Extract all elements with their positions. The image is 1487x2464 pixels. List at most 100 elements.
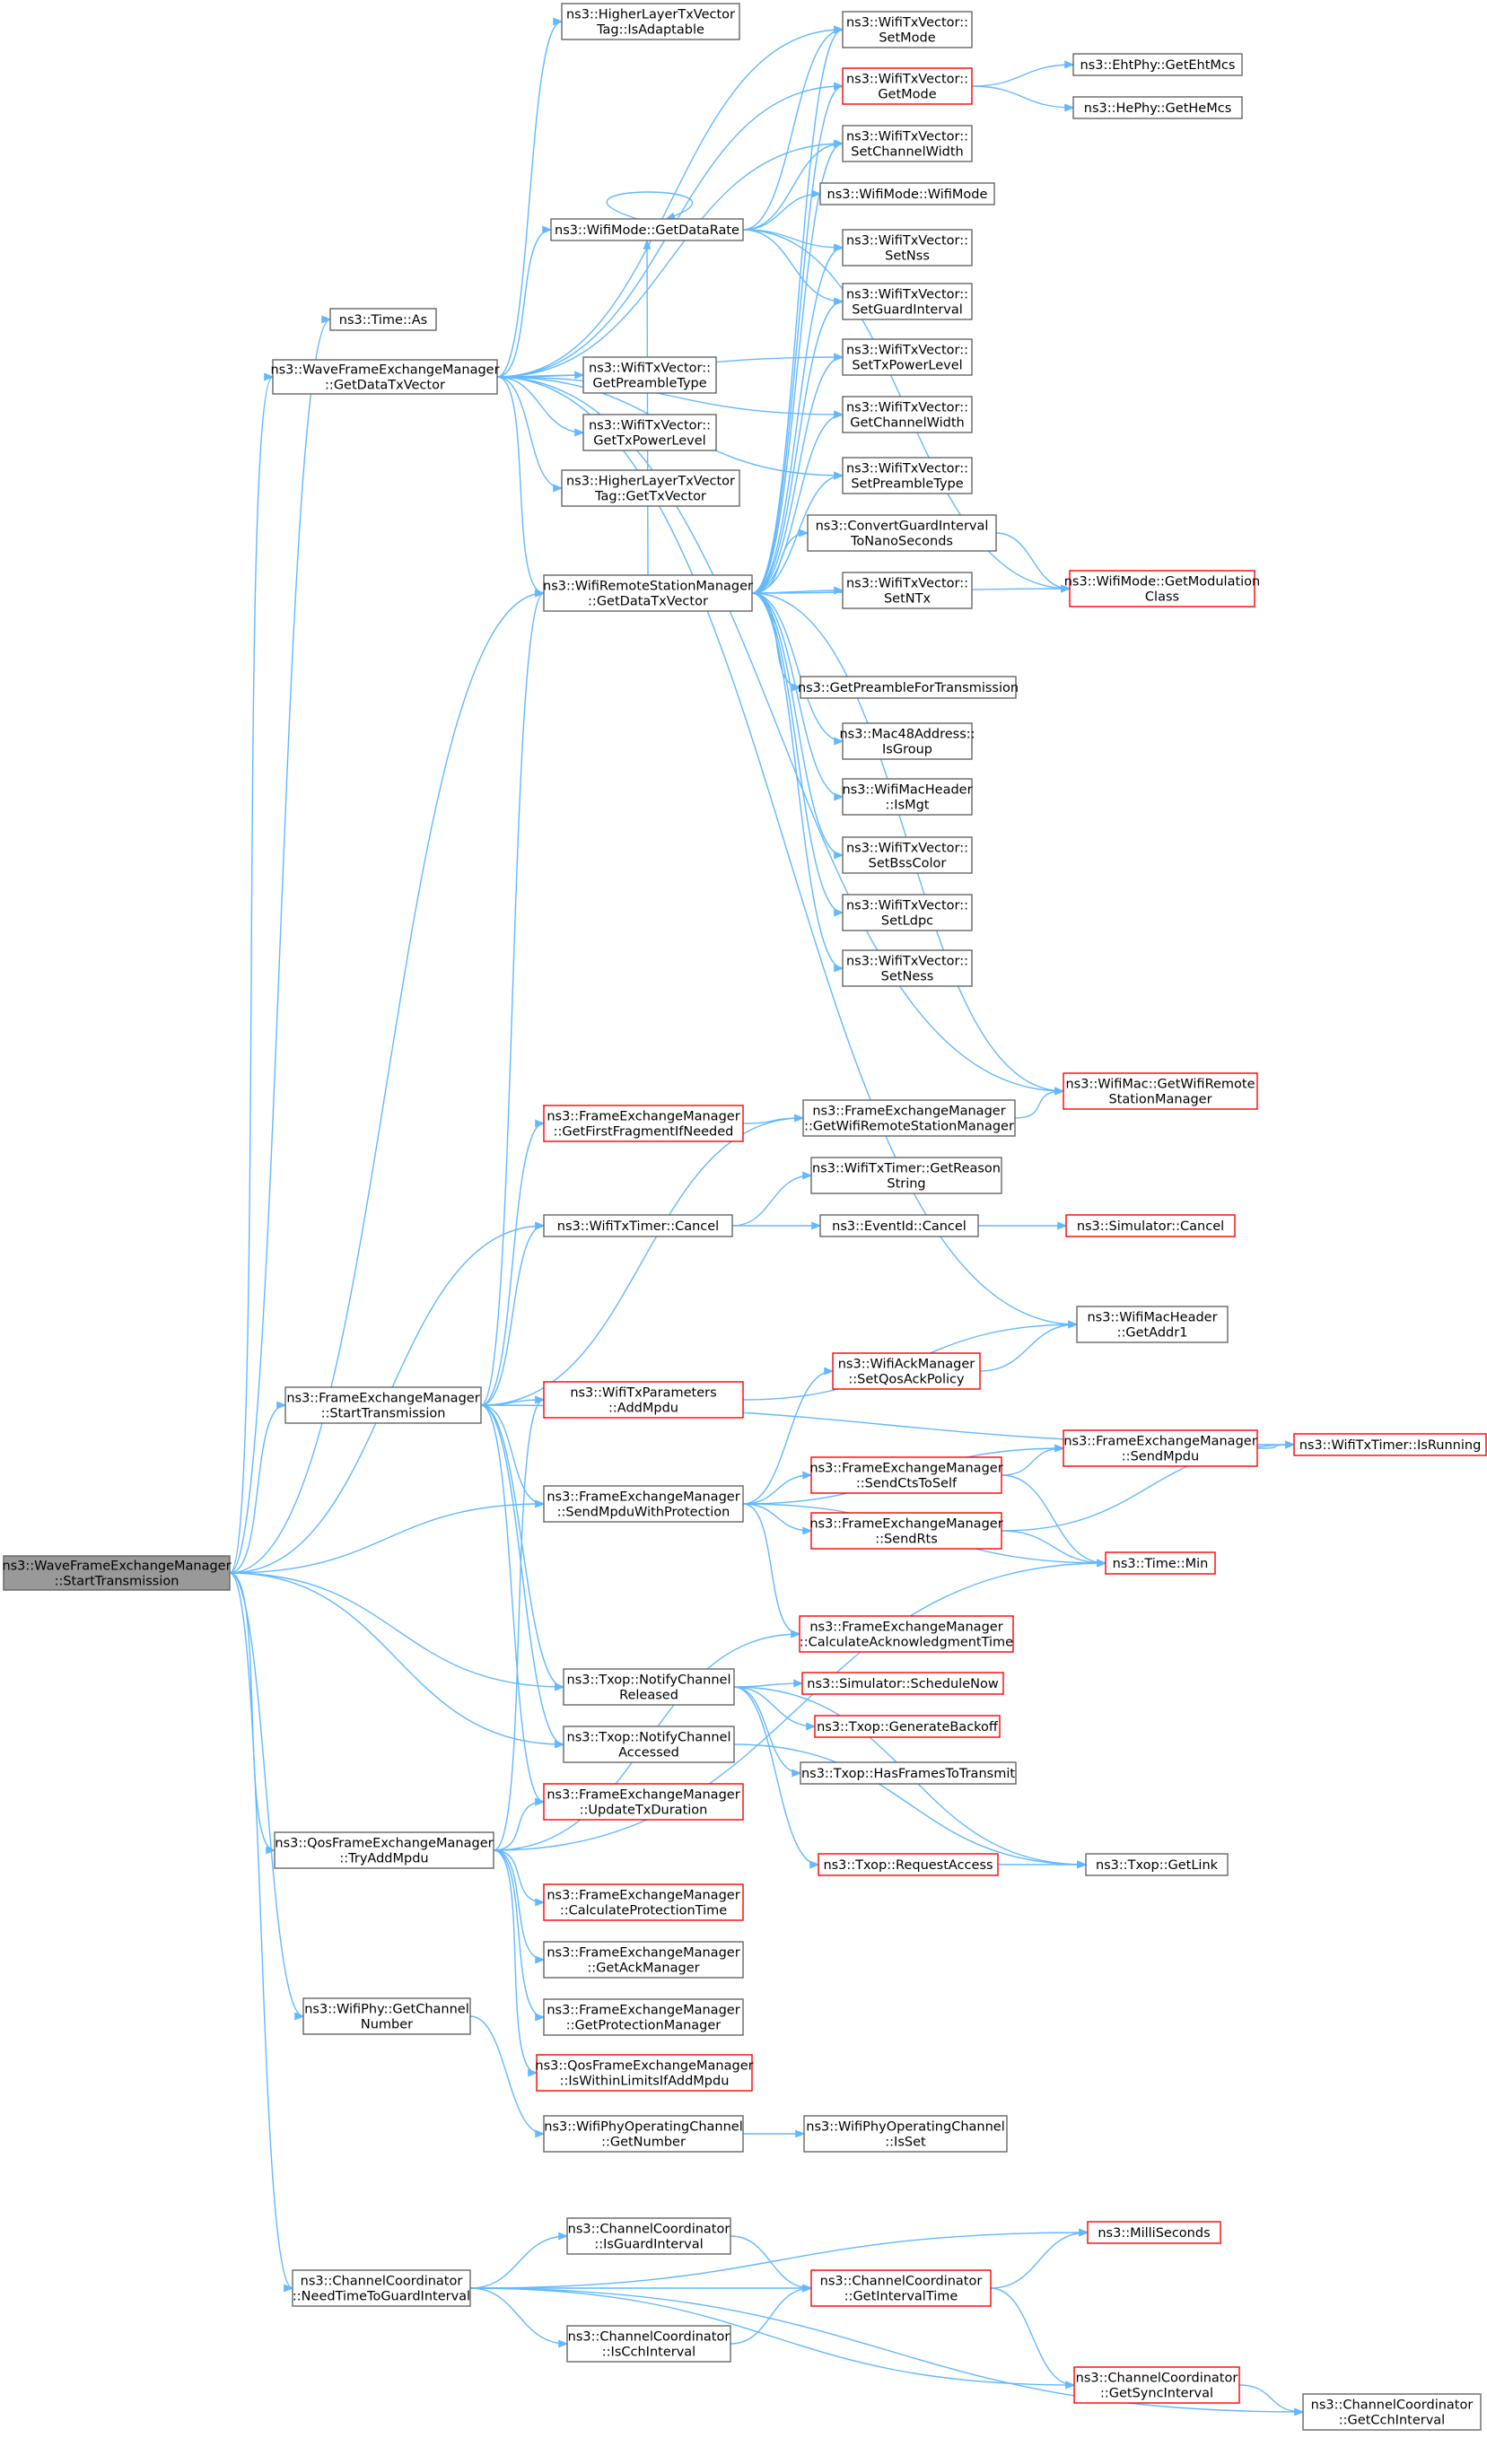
node-wifiModeCtor[interactable]: ns3::WifiMode::WifiMode <box>819 182 995 205</box>
edge-root-to-tryAddMpdu <box>229 1572 276 1855</box>
node-box <box>561 469 740 507</box>
node-box <box>543 1783 744 1821</box>
node-box <box>799 1615 1014 1653</box>
node-sendCtsToSelf[interactable]: ns3::FrameExchangeManager::SendCtsToSelf <box>809 1456 1003 1494</box>
node-label: ns3::HePhy::GetHeMcs <box>1084 101 1232 116</box>
node-label: ns3::Mac48Address:: <box>839 728 975 742</box>
node-isGuardInterval[interactable]: ns3::ChannelCoordinator::IsGuardInterval <box>566 2217 731 2255</box>
node-label: ns3::Txop::GetLink <box>1096 1858 1219 1873</box>
edge-notifyReleased-to-scheduleNow <box>733 1679 804 1688</box>
node-isWithinLimits[interactable]: ns3::QosFrameExchangeManager::IsWithinLi… <box>535 2054 754 2092</box>
node-timeAs[interactable]: ns3::Time::As <box>329 308 437 331</box>
node-sendMpduWithProtection[interactable]: ns3::FrameExchangeManager::SendMpduWithP… <box>543 1485 744 1523</box>
node-opChannelIsSet[interactable]: ns3::WifiPhyOperatingChannel::IsSet <box>803 2115 1008 2153</box>
node-opChannelGetNumber[interactable]: ns3::WifiPhyOperatingChannel::GetNumber <box>543 2115 744 2153</box>
node-txopGetLink[interactable]: ns3::Txop::GetLink <box>1085 1853 1229 1876</box>
edge-rsmGetDataTxVector-to-setNss <box>751 243 844 594</box>
node-milliSeconds[interactable]: ns3::MilliSeconds <box>1087 2221 1221 2244</box>
node-setQosAckPolicy[interactable]: ns3::WifiAckManager::SetQosAckPolicy <box>832 1352 981 1390</box>
node-setNess[interactable]: ns3::WifiTxVector::SetNess <box>842 949 973 987</box>
node-simulatorCancel[interactable]: ns3::Simulator::Cancel <box>1065 1214 1236 1237</box>
edge-arrowhead <box>791 1630 801 1638</box>
node-rsmGetDataTxVector[interactable]: ns3::WifiRemoteStationManager::GetDataTx… <box>543 574 753 612</box>
node-setNss[interactable]: ns3::WifiTxVector::SetNss <box>842 229 973 266</box>
node-getMode[interactable]: ns3::WifiTxVector::GetMode <box>842 67 973 105</box>
node-box <box>1087 2221 1221 2244</box>
node-sendMpdu[interactable]: ns3::FrameExchangeManager::SendMpdu <box>1063 1429 1258 1467</box>
edge-root-to-notifyReleased <box>229 1572 565 1691</box>
node-eventIdCancel[interactable]: ns3::EventId::Cancel <box>819 1214 979 1237</box>
node-sendRts[interactable]: ns3::FrameExchangeManager::SendRts <box>809 1512 1003 1550</box>
node-root[interactable]: ns3::WaveFrameExchangeManager::StartTran… <box>2 1555 232 1591</box>
node-setGuardInterval[interactable]: ns3::WifiTxVector::SetGuardInterval <box>842 283 973 320</box>
node-label: IsGroup <box>882 743 932 757</box>
node-wifiModeGetDataRate[interactable]: ns3::WifiMode::GetDataRate <box>550 218 744 241</box>
edge-arrowhead <box>535 1898 546 1907</box>
edge-line <box>646 240 649 576</box>
edge-arrowhead <box>795 2129 806 2138</box>
node-setBssColor[interactable]: ns3::WifiTxVector::SetBssColor <box>842 836 973 874</box>
node-femGetWifiRSM[interactable]: ns3::FrameExchangeManager::GetWifiRemote… <box>802 1099 1016 1137</box>
node-heMcs[interactable]: ns3::HePhy::GetHeMcs <box>1072 96 1243 119</box>
node-label: ns3::EhtPhy::GetEhtMcs <box>1080 58 1236 73</box>
node-femStartTransmission[interactable]: ns3::FrameExchangeManager::StartTransmis… <box>284 1386 482 1424</box>
edge-arrowhead <box>794 1114 805 1123</box>
node-getProtectionManager[interactable]: ns3::FrameExchangeManager::GetProtection… <box>543 1998 744 2036</box>
node-setNTx[interactable]: ns3::WifiTxVector::SetNTx <box>842 572 973 609</box>
node-txTimerCancel[interactable]: ns3::WifiTxTimer::Cancel <box>543 1214 733 1237</box>
edge-phyGetChannelNumber-to-opChannelGetNumber <box>469 2015 546 2138</box>
node-getPreambleForTx[interactable]: ns3::GetPreambleForTransmission <box>798 676 1019 699</box>
node-setTxPowerLevel[interactable]: ns3::WifiTxVector::SetTxPowerLevel <box>842 338 973 376</box>
node-generateBackoff[interactable]: ns3::Txop::GenerateBackoff <box>814 1715 1001 1738</box>
edge-root-to-notifyAccessed <box>229 1572 565 1749</box>
node-getFirstFragment[interactable]: ns3::FrameExchangeManager::GetFirstFragm… <box>543 1105 744 1142</box>
node-tryAddMpdu[interactable]: ns3::QosFrameExchangeManager::TryAddMpdu <box>274 1831 494 1869</box>
node-setPreambleType[interactable]: ns3::WifiTxVector::SetPreambleType <box>842 457 973 494</box>
node-macHeaderIsMgt[interactable]: ns3::WifiMacHeader::IsMgt <box>842 778 973 816</box>
node-getChannelWidth[interactable]: ns3::WifiTxVector::GetChannelWidth <box>842 396 973 433</box>
node-isCchInterval[interactable]: ns3::ChannelCoordinator::IsCchInterval <box>566 2325 731 2363</box>
edge-root-to-phyGetChannelNumber <box>229 1572 305 2021</box>
node-mac48IsGroup[interactable]: ns3::Mac48Address::IsGroup <box>839 722 975 760</box>
edge-requestAccess-to-txopGetLink <box>998 1860 1088 1869</box>
node-setChannelWidth[interactable]: ns3::WifiTxVector::SetChannelWidth <box>842 125 973 162</box>
node-getTxPowerLevel[interactable]: ns3::WifiTxVector::GetTxPowerLevel <box>582 414 717 451</box>
node-updateTxDuration[interactable]: ns3::FrameExchangeManager::UpdateTxDurat… <box>543 1783 744 1821</box>
node-calcAckTime[interactable]: ns3::FrameExchangeManager::CalculateAckn… <box>799 1615 1014 1653</box>
node-scheduleNow[interactable]: ns3::Simulator::ScheduleNow <box>801 1672 1004 1695</box>
node-ehtMcs[interactable]: ns3::EhtPhy::GetEhtMcs <box>1072 53 1243 76</box>
node-addMpdu[interactable]: ns3::WifiTxParameters::AddMpdu <box>543 1381 744 1419</box>
node-getSyncInterval[interactable]: ns3::ChannelCoordinator::GetSyncInterval <box>1073 2366 1240 2404</box>
node-hasFrames[interactable]: ns3::Txop::HasFramesToTransmit <box>800 1761 1017 1785</box>
node-setMode[interactable]: ns3::WifiTxVector::SetMode <box>842 11 973 48</box>
node-needTimeToGuard[interactable]: ns3::ChannelCoordinator::NeedTimeToGuard… <box>292 2269 471 2307</box>
node-getDataTxVector[interactable]: ns3::WaveFrameExchangeManager::GetDataTx… <box>270 359 500 395</box>
node-requestAccess[interactable]: ns3::Txop::RequestAccess <box>818 1853 999 1876</box>
node-label: ns3::ChannelCoordinator <box>1311 2398 1474 2413</box>
node-txTimerIsRunning[interactable]: ns3::WifiTxTimer::IsRunning <box>1293 1433 1487 1456</box>
node-box <box>800 676 1017 699</box>
node-getIntervalTime[interactable]: ns3::ChannelCoordinator::GetIntervalTime <box>810 2269 992 2307</box>
node-calcProtectionTime[interactable]: ns3::FrameExchangeManager::CalculateProt… <box>543 1883 744 1921</box>
node-getWifiRSM[interactable]: ns3::WifiMac::GetWifiRemoteStationManage… <box>1063 1072 1258 1110</box>
node-getAckManager[interactable]: ns3::FrameExchangeManager::GetAckManager <box>543 1941 744 1979</box>
node-getPreambleType[interactable]: ns3::WifiTxVector::GetPreambleType <box>582 356 717 394</box>
edge-arrowhead <box>558 2339 569 2348</box>
edge-line <box>496 29 844 378</box>
node-getCchInterval[interactable]: ns3::ChannelCoordinator::GetCchInterval <box>1302 2393 1482 2431</box>
node-box <box>1076 1306 1229 1343</box>
function-nodes: ns3::WaveFrameExchangeManager::StartTran… <box>2 3 1487 2431</box>
edge-arrowhead <box>1061 584 1072 593</box>
node-label: ns3::MilliSeconds <box>1098 2226 1210 2241</box>
node-timeMin[interactable]: ns3::Time::Min <box>1105 1551 1216 1575</box>
node-setLdpc[interactable]: ns3::WifiTxVector::SetLdpc <box>842 894 973 931</box>
node-macHeaderGetAddr1[interactable]: ns3::WifiMacHeader::GetAddr1 <box>1076 1306 1229 1343</box>
